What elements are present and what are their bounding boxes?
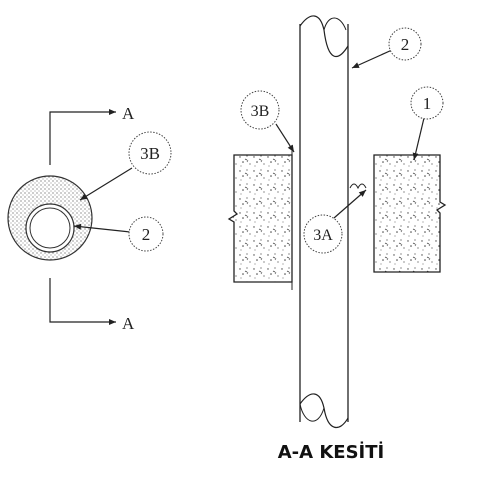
callout-3b-right: 3B xyxy=(240,90,295,153)
svg-text:3A: 3A xyxy=(313,227,333,244)
section-view: 3B 2 1 3A xyxy=(227,15,447,428)
svg-text:3B: 3B xyxy=(251,103,270,120)
section-label-top: A xyxy=(122,104,135,123)
wall-block-right xyxy=(373,154,447,273)
callout-2-left: 2 xyxy=(73,216,164,252)
seal-bead-3a xyxy=(349,183,367,190)
section-line-top xyxy=(49,109,116,165)
pipe-inner xyxy=(29,207,71,249)
svg-text:1: 1 xyxy=(423,94,432,113)
section-label-bottom: A xyxy=(122,314,135,333)
callout-3a-right: 3A xyxy=(303,189,367,254)
section-line-bottom xyxy=(49,278,116,325)
section-title: A-A KESİTİ xyxy=(278,441,384,463)
callout-2-right: 2 xyxy=(351,27,422,69)
callout-3b-left: 3B xyxy=(79,131,172,201)
cross-section-view: A A 3B 2 xyxy=(7,104,172,333)
svg-text:2: 2 xyxy=(401,35,410,54)
svg-text:2: 2 xyxy=(142,225,151,244)
svg-text:3B: 3B xyxy=(140,144,160,163)
wall-block-left xyxy=(227,154,293,283)
callout-1-right: 1 xyxy=(410,86,444,161)
